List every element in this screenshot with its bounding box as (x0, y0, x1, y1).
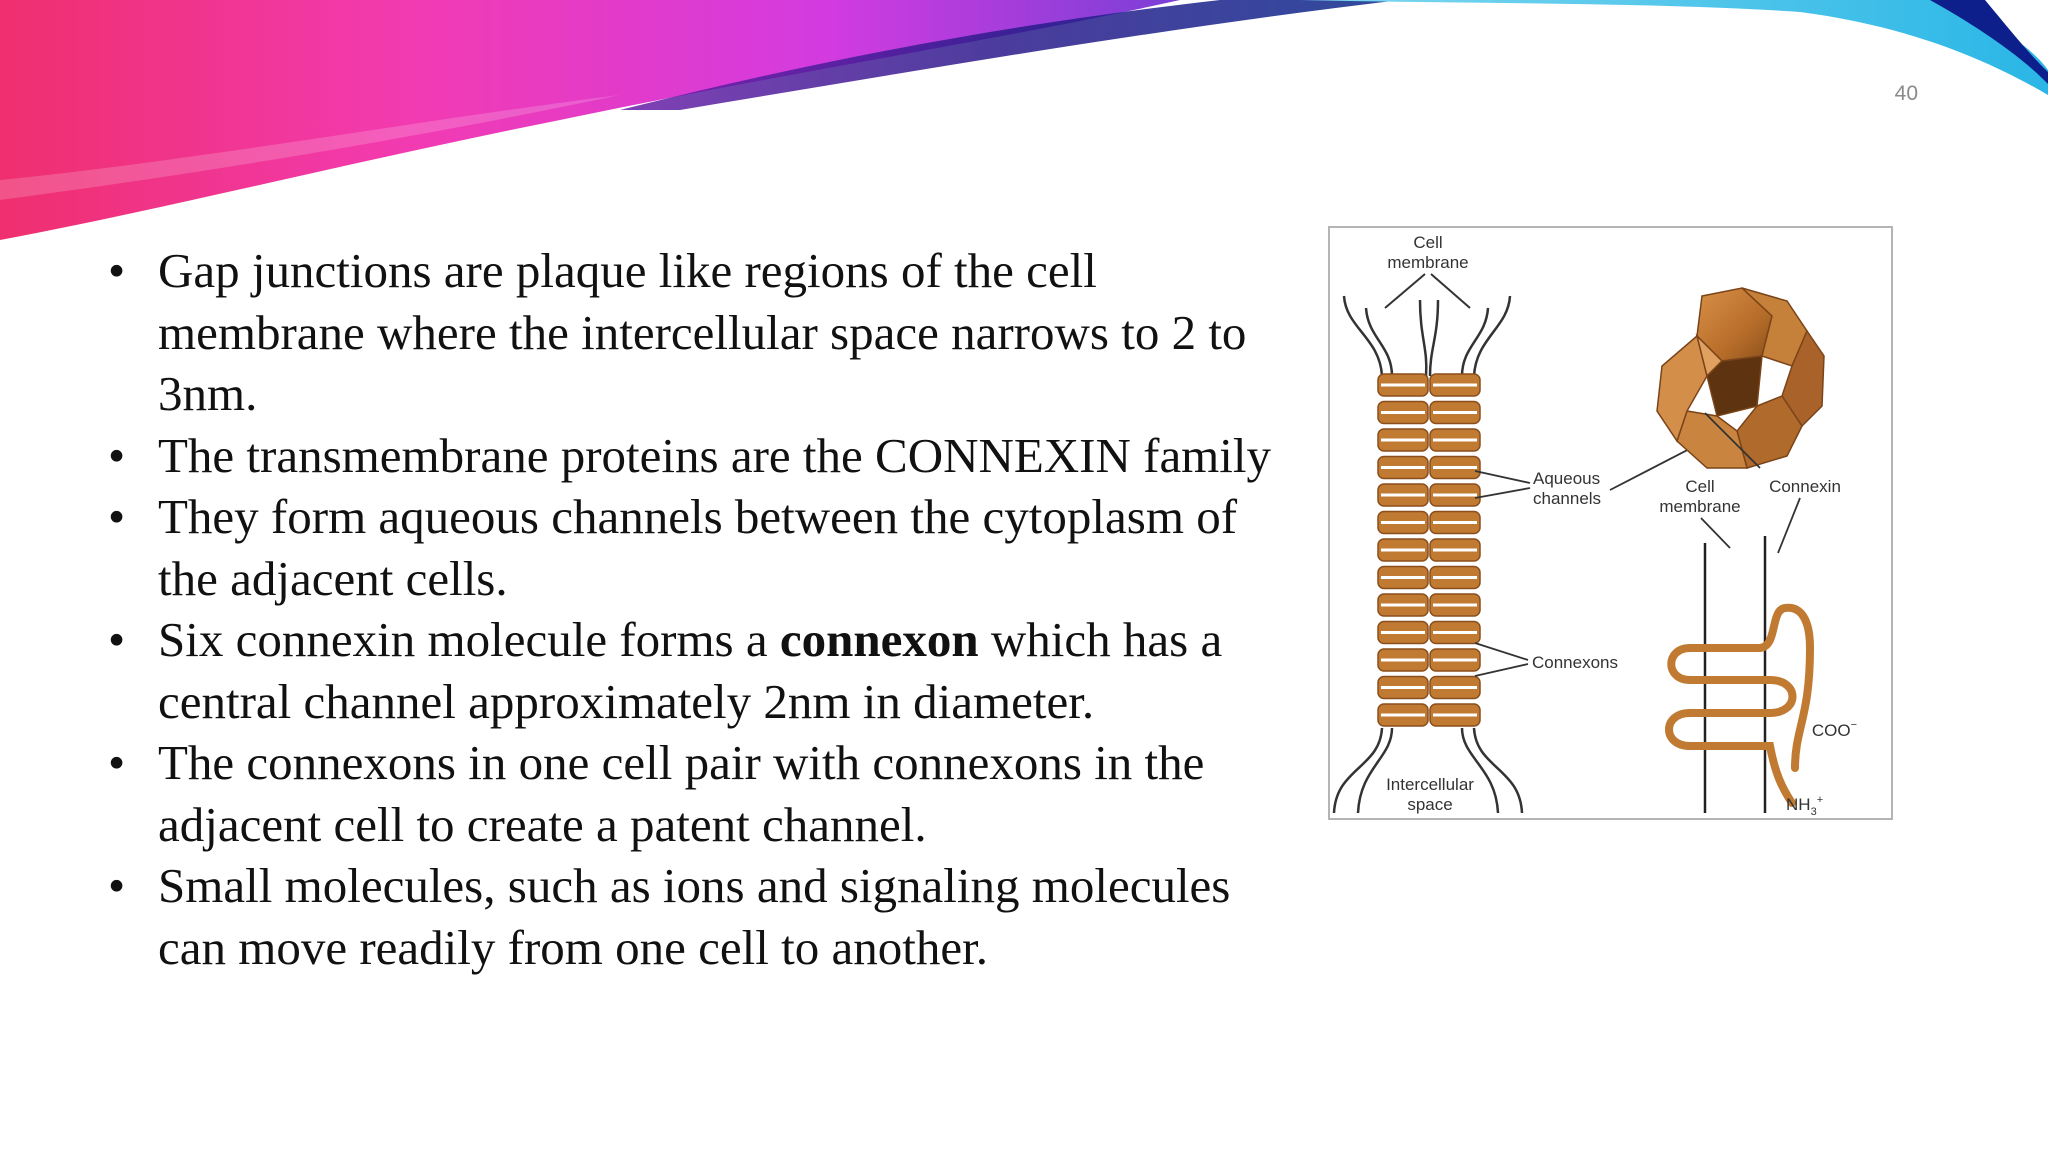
pointer-line (1474, 642, 1529, 677)
connexon-hexamer-icon (1656, 287, 1825, 469)
bold-term: connexon (779, 612, 979, 667)
bullet-dot-icon: • (108, 735, 126, 790)
bullet-text: They form aqueous channels between the c… (158, 489, 1238, 606)
bullet-text-part: which has a central channel approximatel… (158, 612, 1223, 729)
membrane-lines-bottom (1332, 727, 1524, 814)
membrane-lines-right (1703, 536, 1767, 813)
gap-junction-diagram: Cell membrane Aqueous channels Connexons (1332, 233, 1857, 818)
bullet-text: The connexons in one cell pair with conn… (158, 735, 1205, 852)
bullet-text: The transmembrane proteins are the CONNE… (158, 427, 1272, 483)
connexon-stack (1377, 373, 1481, 727)
connexin-chain-icon (1665, 603, 1815, 807)
aqueous-channels-label: channels (1533, 489, 1601, 508)
list-item: • The transmembrane proteins are the CON… (108, 425, 1288, 487)
pointer-line (1777, 497, 1801, 554)
list-item: • They form aqueous channels between the… (108, 486, 1288, 609)
bullet-dot-icon: • (108, 858, 126, 913)
gap-junction-figure: Cell membrane Aqueous channels Connexons (1328, 226, 1893, 820)
bullet-dot-icon: • (108, 427, 126, 483)
pointer-line (1704, 412, 1761, 469)
intercellular-space-label: space (1407, 795, 1452, 814)
aqueous-channels-label: Aqueous (1533, 469, 1600, 488)
bullet-text: Gap junctions are plaque like regions of… (158, 243, 1247, 421)
pointer-line (1384, 273, 1471, 309)
membrane-lines-top (1342, 295, 1512, 377)
bullet-list: • Gap junctions are plaque like regions … (108, 240, 1288, 978)
pointer-line (1474, 470, 1531, 499)
connexin-label: Connexin (1769, 477, 1841, 496)
list-item: • Gap junctions are plaque like regions … (108, 240, 1288, 425)
coo-label: COO− (1812, 719, 1857, 740)
connexons-label: Connexons (1532, 653, 1618, 672)
cell-membrane-right-label: membrane (1659, 497, 1740, 516)
bullet-dot-icon: • (108, 243, 126, 298)
pointer-line (1700, 517, 1731, 549)
list-item: • Small molecules, such as ions and sign… (108, 855, 1288, 978)
list-item: • Six connexin molecule forms a connexon… (108, 609, 1288, 732)
bullet-text: Small molecules, such as ions and signal… (158, 858, 1231, 975)
bullet-dot-icon: • (108, 612, 126, 667)
list-item: • The connexons in one cell pair with co… (108, 732, 1288, 855)
cell-membrane-right-label: Cell (1685, 477, 1714, 496)
bullet-text: Six connexin molecule forms a connexon w… (158, 612, 1222, 729)
bullet-dot-icon: • (108, 489, 126, 544)
cell-membrane-label: Cell (1413, 233, 1442, 252)
decorative-banner (0, 0, 2048, 240)
slide-number: 40 (1894, 82, 1918, 105)
cell-membrane-label: membrane (1387, 253, 1468, 272)
nh3-label: NH3+ (1786, 794, 1823, 818)
bullet-text-part: Six connexin molecule forms a (158, 612, 780, 667)
intercellular-space-label: Intercellular (1386, 775, 1474, 794)
